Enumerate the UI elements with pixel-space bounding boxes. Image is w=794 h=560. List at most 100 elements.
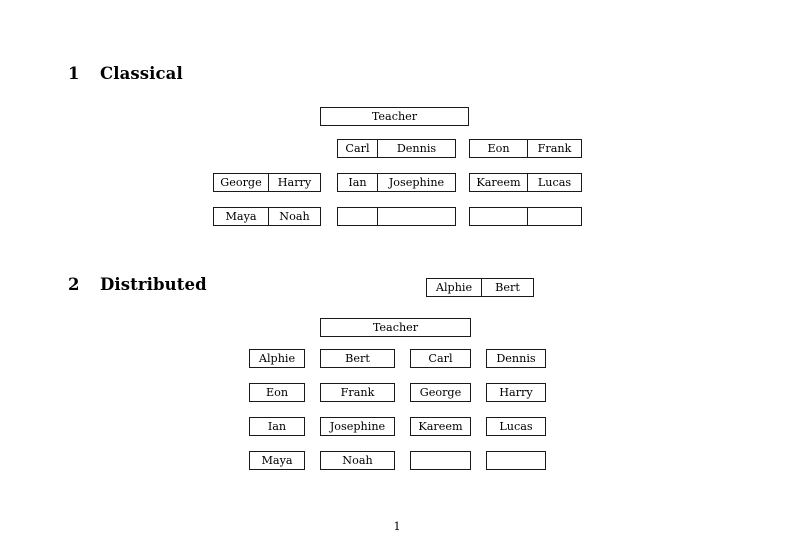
name-cell: Dennis (486, 349, 546, 368)
table-row: Ian (249, 417, 305, 436)
name-cell-empty (486, 451, 546, 470)
table-row: Alphie (249, 349, 305, 368)
table-row: Alphie (249, 349, 305, 368)
table-row: Kareem (410, 417, 471, 436)
table-row: Eon (249, 383, 305, 402)
section-title: Classical (100, 64, 183, 83)
table-row: Frank (320, 383, 395, 402)
table-row: Ian Josephine (337, 173, 456, 192)
name-cell-empty (337, 207, 378, 226)
table-row: Alphie Bert (426, 278, 534, 297)
table-row: Bert (320, 349, 395, 368)
distributed-column-4: Dennis Harry Lucas (486, 349, 546, 470)
name-cell: Maya (249, 451, 305, 470)
distributed-column-3: Carl George Kareem (410, 349, 471, 470)
name-cell-empty (410, 451, 471, 470)
table-row (469, 207, 582, 226)
name-cell: Frank (320, 383, 395, 402)
table-row (486, 451, 546, 470)
name-cell: Josephine (377, 173, 456, 192)
classical-group-a: Alphie Bert George Harry Maya Noah (213, 139, 534, 297)
name-cell: Ian (249, 417, 305, 436)
table-row (486, 451, 546, 470)
name-cell: Bert (481, 278, 534, 297)
name-cell-empty (527, 207, 582, 226)
table-row: Noah (320, 451, 395, 470)
table-row: George (410, 383, 471, 402)
table-row: Frank (320, 383, 395, 402)
name-cell: Lucas (486, 417, 546, 436)
name-cell: Eon (469, 139, 528, 158)
table-row: Harry (486, 383, 546, 402)
table-row: Carl (410, 349, 471, 368)
distributed-column-1: Alphie Eon Ian Maya (249, 349, 305, 470)
name-cell-empty (469, 207, 528, 226)
table-row: Dennis (486, 349, 546, 368)
name-cell: George (410, 383, 471, 402)
table-row: Alphie Bert (426, 278, 534, 297)
name-cell: Carl (410, 349, 471, 368)
name-cell: Noah (268, 207, 321, 226)
name-cell: Dennis (377, 139, 456, 158)
section-title: Distributed (100, 275, 207, 294)
teacher-cell: Teacher (320, 107, 469, 126)
table-row: Kareem (410, 417, 471, 436)
name-cell: George (213, 173, 269, 192)
classical-group-c: Eon Frank Kareem Lucas (469, 139, 582, 226)
section-number: 1 (68, 64, 80, 83)
table-row: George Harry (213, 173, 321, 192)
table-row: George Harry (213, 173, 321, 192)
name-cell: Lucas (527, 173, 582, 192)
name-cell: Kareem (469, 173, 528, 192)
name-cell: Kareem (410, 417, 471, 436)
table-row: Lucas (486, 417, 546, 436)
table-row: Ian (249, 417, 305, 436)
table-row: Carl Dennis (337, 139, 456, 158)
teacher-cell: Teacher (320, 318, 471, 337)
page-number: 1 (393, 520, 401, 533)
name-cell: Frank (527, 139, 582, 158)
name-cell-empty (377, 207, 456, 226)
name-cell: Eon (249, 383, 305, 402)
name-cell: Alphie (426, 278, 482, 297)
table-row: Maya (249, 451, 305, 470)
distributed-column-2: Bert Frank Josephine Noah (320, 349, 395, 470)
classical-group-b: Carl Dennis Ian Josephine (337, 139, 456, 226)
name-cell: Carl (337, 139, 378, 158)
table-row: Kareem Lucas (469, 173, 582, 192)
table-row: Bert (320, 349, 395, 368)
section-heading-distributed: 2 Distributed (68, 275, 207, 294)
table-row: George (410, 383, 471, 402)
table-row: Teacher (320, 107, 469, 126)
name-cell: Harry (486, 383, 546, 402)
table-row: Josephine (320, 417, 395, 436)
table-row: Eon Frank (469, 139, 582, 158)
table-row: Maya (249, 451, 305, 470)
table-row: Teacher (320, 318, 471, 337)
table-row: Harry (486, 383, 546, 402)
classical-teacher-box: Teacher (320, 107, 469, 126)
table-row: Ian Josephine (337, 173, 456, 192)
name-cell: Alphie (249, 349, 305, 368)
table-row (337, 207, 456, 226)
table-row (410, 451, 471, 470)
distributed-teacher-box: Teacher (320, 318, 471, 337)
table-row: Eon Frank (469, 139, 582, 158)
name-cell: Noah (320, 451, 395, 470)
name-cell: Bert (320, 349, 395, 368)
name-cell: Ian (337, 173, 378, 192)
name-cell: Josephine (320, 417, 395, 436)
table-row: Noah (320, 451, 395, 470)
section-heading-classical: 1 Classical (68, 64, 183, 83)
table-row: Maya Noah (213, 207, 321, 226)
table-row: Maya Noah (213, 207, 321, 226)
table-row: Kareem Lucas (469, 173, 582, 192)
table-row (469, 207, 582, 226)
section-number: 2 (68, 275, 80, 294)
table-row: Lucas (486, 417, 546, 436)
table-row (337, 207, 456, 226)
name-cell: Maya (213, 207, 269, 226)
table-row: Carl (410, 349, 471, 368)
name-cell: Harry (268, 173, 321, 192)
